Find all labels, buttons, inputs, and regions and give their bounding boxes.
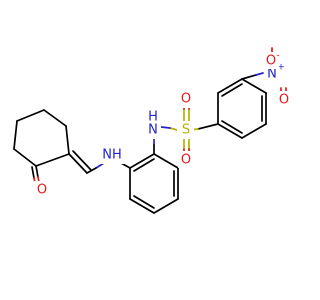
bond-aniline-6-inner [133,158,155,172]
molecule-diagram: N + O - O S O O H N NH O [13,47,292,214]
amide-nitrogen-label: N [148,123,158,138]
bond-aniline-6 [129,153,155,169]
bond-ketone-carbon [35,165,39,178]
bond-nitrophenyl-4 [217,123,243,139]
bond-ring-to-nitro-n-colored [255,72,264,76]
sulfonyl-bottom-oxygen-label: O [181,153,191,168]
amide-hydrogen-label: H [148,110,158,125]
atom-label-layer: N + O - O S O O H N NH O [34,51,292,198]
sulfonyl-top-oxygen-label: O [181,92,191,107]
nitro-right-o-label-bg [276,91,292,108]
bond-aniline-1 [153,153,179,169]
nitro-right-oxygen-label: O [279,93,289,108]
bond-ring-to-sulfur [197,123,219,130]
bond-methine-exocyclic-c-double [72,150,92,171]
bond-nitrophenyl-6-inner [221,83,243,97]
nitro-negative-charge: - [276,51,279,61]
bond-ketone-carbon-double [31,166,35,179]
nitro-positive-charge: + [277,63,285,73]
amide-n-label-bg [146,112,161,139]
nitro-nitrogen-label: N [267,67,277,82]
ketone-o-label-bg [34,181,50,198]
amine-nh-label-bg [100,146,125,164]
bond-aniline-4-inner [133,195,155,209]
nitro-n-label-bg [264,66,280,83]
bond-methine-exocyclic-c [68,153,88,174]
sulfonyl-bottom-o-label-bg [178,151,194,168]
bond-cyclohexanone-5 [13,148,37,167]
bond-cyclohexanone-2 [43,109,67,127]
bond-cyclohexanone-6 [35,153,70,167]
sulfur-label-bg [177,121,194,139]
nitro-top-o-label-bg [263,52,279,69]
bond-nitrophenyl-6 [217,78,243,94]
bond-nitrophenyl-1 [241,78,267,94]
bond-sulfur-to-amide-n-colored [160,126,171,129]
sulfonyl-top-o-label-bg [178,91,194,108]
bond-nitrophenyl-4-inner [221,120,243,134]
bond-aniline-4 [129,198,155,214]
bond-aniline-3 [153,198,179,214]
bond-cyclohexanone-4 [13,120,18,150]
ketone-oxygen-label: O [37,183,47,198]
amine-nh-label: NH [102,148,122,163]
bond-ring-to-nitro-n [241,74,257,80]
bond-cyclohexanone-3 [16,109,45,122]
nitro-top-oxygen-label: O [266,54,276,69]
bond-cyclohexanone-1 [65,125,70,155]
bond-nitrophenyl-3 [241,123,267,139]
bond-sulfur-to-amide-n [169,127,178,131]
sulfur-label: S [182,123,190,138]
